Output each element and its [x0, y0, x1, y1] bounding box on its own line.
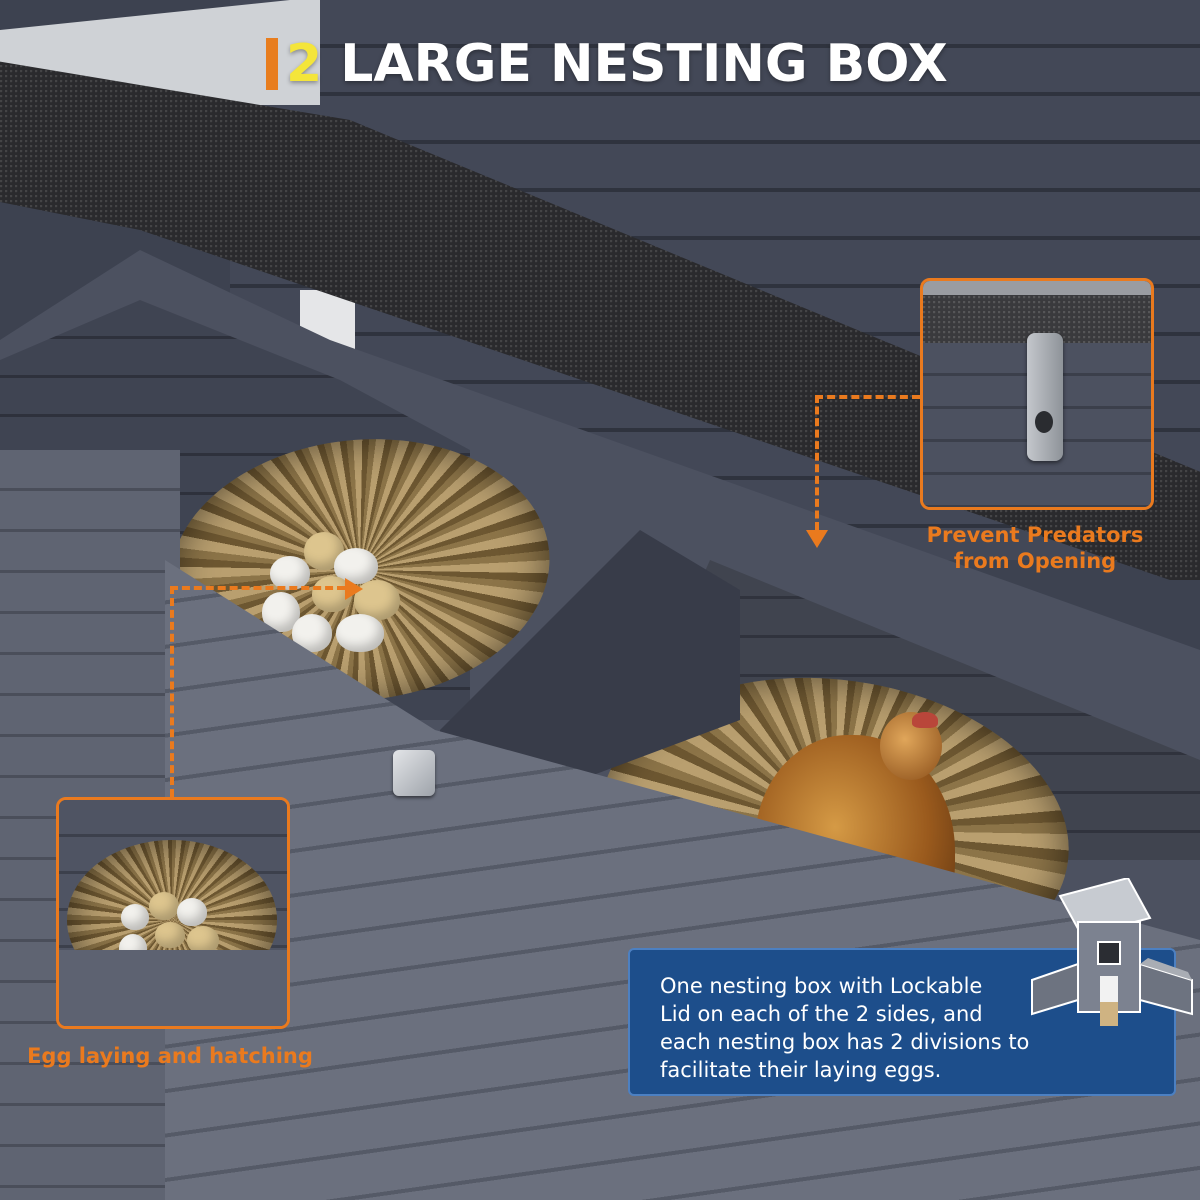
inset-front-panel	[59, 950, 287, 1026]
title-text: LARGE NESTING BOX	[322, 34, 948, 94]
headline: 2 LARGE NESTING BOX	[266, 34, 948, 94]
egg	[270, 556, 310, 590]
info-line: each nesting box has 2 divisions to	[660, 1030, 1030, 1054]
dashed-connector	[815, 395, 819, 530]
egg	[149, 892, 179, 920]
title-accent-bar	[266, 38, 278, 90]
egg	[336, 614, 384, 652]
info-text: One nesting box with Lockable Lid on eac…	[660, 972, 1090, 1084]
lock-hasp-icon	[1027, 333, 1063, 461]
nest-detail-inset	[56, 797, 290, 1029]
egg	[177, 898, 207, 926]
lock-hasp-icon	[393, 750, 435, 796]
title-number: 2	[286, 34, 323, 94]
nest-caption: Egg laying and hatching	[27, 1044, 313, 1068]
arrow-right-icon	[345, 578, 363, 600]
inset-lid-edge	[923, 281, 1151, 295]
arrow-down-icon	[806, 530, 828, 548]
dashed-connector	[815, 395, 920, 399]
info-line: One nesting box with Lockable	[660, 974, 983, 998]
egg	[121, 904, 149, 930]
hen-comb	[912, 712, 938, 728]
lock-caption-line2: from Opening	[953, 549, 1117, 573]
lock-caption-line1: Prevent Predators	[926, 523, 1144, 547]
chicken-coop-thumbnail	[1031, 878, 1193, 1026]
page-title: 2 LARGE NESTING BOX	[286, 34, 948, 94]
lock-detail-inset	[920, 278, 1154, 510]
lock-caption: Prevent Predators from Opening	[900, 522, 1170, 574]
egg	[187, 926, 219, 954]
dashed-connector	[170, 586, 174, 797]
dashed-connector	[170, 586, 345, 590]
egg	[155, 922, 185, 948]
keyhole-icon	[1035, 411, 1053, 433]
info-line: facilitate their laying eggs.	[660, 1058, 942, 1082]
info-line: Lid on each of the 2 sides, and	[660, 1002, 983, 1026]
